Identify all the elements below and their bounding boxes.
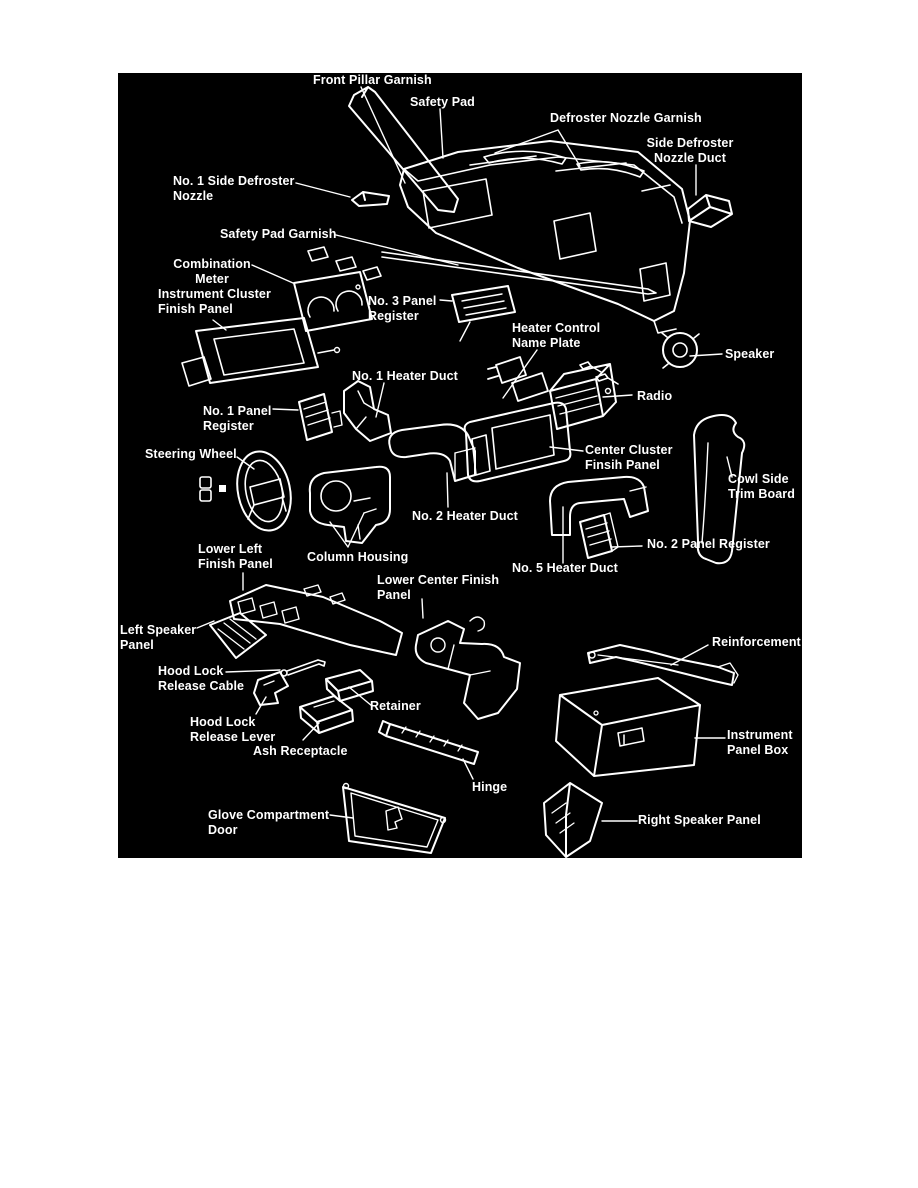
label-lower-center-finish-panel: Lower Center Finish Panel (377, 573, 500, 602)
exploded-parts-artwork (181, 86, 746, 858)
label-no3-panel-register: No. 3 Panel Register (368, 294, 437, 323)
label-safety-pad: Safety Pad (410, 95, 475, 109)
label-no2-heater-duct: No. 2 Heater Duct (412, 509, 518, 523)
label-column-housing: Column Housing (307, 550, 409, 564)
part-heater-control (487, 356, 549, 402)
label-hood-lock-release-cable: Hood Lock Release Cable (158, 664, 245, 693)
part-no1-heater-duct (343, 380, 392, 442)
label-no1-heater-duct: No. 1 Heater Duct (352, 369, 458, 383)
part-reinforcement (587, 644, 739, 686)
part-speaker (661, 332, 700, 369)
label-instrument-panel-box: Instrument Panel Box (727, 728, 793, 757)
part-right-speaker-panel (543, 782, 603, 858)
part-combination-meter (293, 271, 373, 332)
label-hood-lock-release-lever: Hood Lock Release Lever (190, 715, 276, 744)
part-name-plate-screws (579, 361, 619, 385)
label-steering-wheel: Steering Wheel (145, 447, 237, 461)
label-instrument-cluster-finish-panel: Instrument Cluster Finish Panel (158, 287, 271, 316)
label-front-pillar-garnish: Front Pillar Garnish (313, 73, 432, 87)
label-no2-panel-register: No. 2 Panel Register (647, 537, 770, 551)
part-instrument-cluster-finish-panel (181, 317, 341, 387)
part-no2-panel-register (579, 512, 619, 559)
label-ash-receptacle: Ash Receptacle (253, 744, 348, 758)
part-defroster-nozzle-garnish (483, 150, 645, 178)
part-hinge (378, 720, 479, 765)
part-hood-lock-release-lever (253, 671, 289, 706)
label-glove-compartment-door: Glove Compartment Door (208, 808, 330, 837)
part-no1-side-defroster-nozzle (351, 191, 390, 207)
label-combination-meter: Combination Meter (173, 257, 251, 286)
label-heater-control-name-plate: Heater Control Name Plate (512, 321, 601, 350)
part-steering-wheel (199, 450, 292, 532)
label-side-defroster-nozzle-duct: Side Defroster Nozzle Duct (646, 136, 734, 165)
part-no1-panel-register (298, 393, 343, 441)
label-defroster-nozzle-garnish: Defroster Nozzle Garnish (550, 111, 702, 125)
part-lower-center-finish-panel (414, 616, 521, 720)
part-retainer (325, 669, 374, 702)
part-safety-pad-garnish (307, 246, 657, 295)
label-hinge: Hinge (472, 780, 508, 794)
diagram-canvas: Front Pillar Garnish Safety Pad Defroste… (118, 73, 802, 858)
label-right-speaker-panel: Right Speaker Panel (638, 813, 761, 827)
part-glove-compartment-door (342, 782, 447, 854)
part-safety-pad-dashboard (399, 140, 691, 334)
part-column-housing (308, 465, 391, 544)
part-no5-heater-duct (549, 475, 649, 536)
label-reinforcement: Reinforcement (712, 635, 801, 649)
label-safety-pad-garnish: Safety Pad Garnish (220, 227, 337, 241)
label-cowl-side-trim-board: Cowl Side Trim Board (728, 472, 795, 501)
label-radio: Radio (637, 389, 673, 403)
part-instrument-panel-box (555, 677, 701, 777)
part-ash-receptacle (299, 695, 354, 734)
part-lower-left-finish-panel (229, 584, 403, 656)
label-center-cluster-finish-panel: Center Cluster Finsih Panel (585, 443, 673, 472)
part-no2-heater-duct (388, 423, 476, 482)
label-retainer: Retainer (370, 699, 421, 713)
label-no1-panel-register: No. 1 Panel Register (203, 404, 272, 433)
part-no3-panel-register (451, 285, 516, 342)
part-front-pillar-garnish (348, 86, 459, 213)
label-no5-heater-duct: No. 5 Heater Duct (512, 561, 618, 575)
label-lower-left-finish-panel: Lower Left Finish Panel (198, 542, 273, 571)
part-radio (549, 363, 617, 430)
part-left-speaker-panel (209, 612, 267, 659)
label-speaker: Speaker (725, 347, 775, 361)
part-cowl-side-trim-board (693, 414, 746, 565)
label-left-speaker-panel: Left Speaker Panel (120, 623, 197, 652)
label-no1-side-defroster-nozzle: No. 1 Side Defroster Nozzle (173, 174, 295, 203)
part-side-defroster-nozzle-duct (687, 194, 733, 228)
part-hood-lock-release-cable (280, 659, 326, 677)
